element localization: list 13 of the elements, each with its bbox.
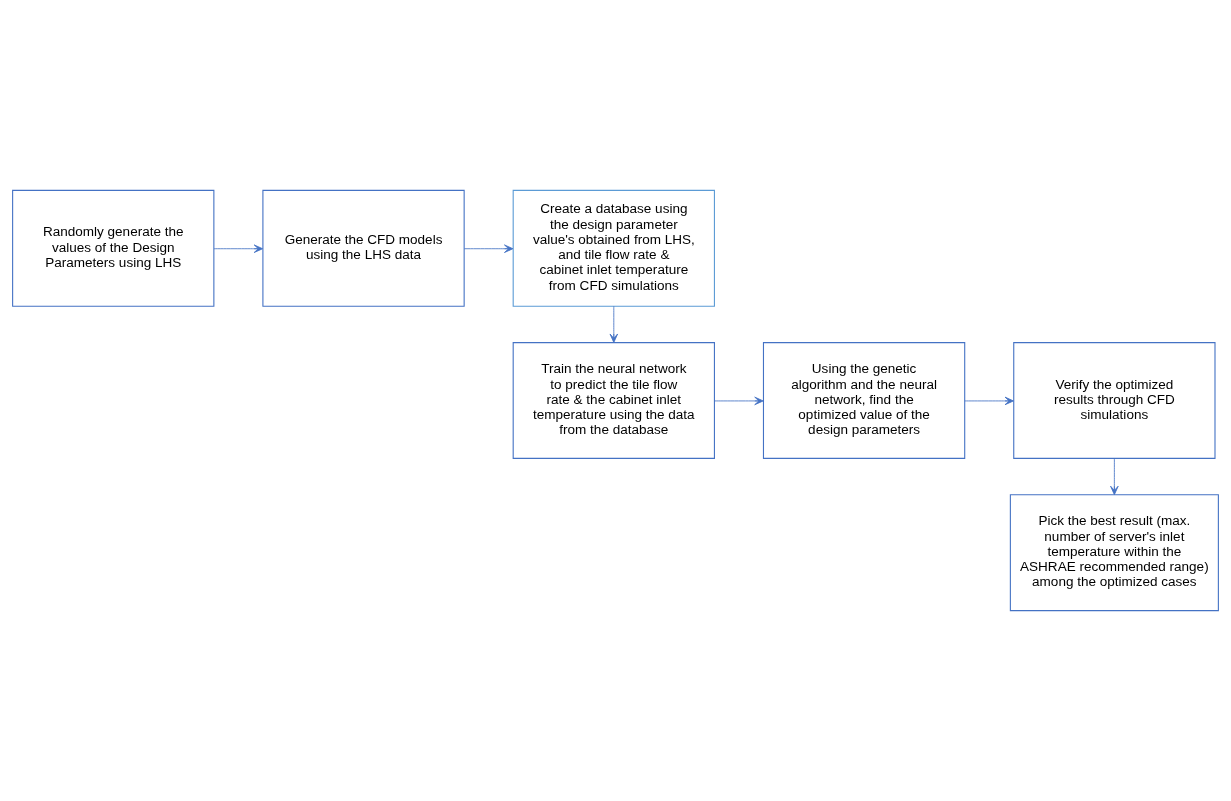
node-box: Generate the CFD models using the LHS data xyxy=(262,189,465,307)
node-box: Randomly generate the values of the Design Parameters using LHS xyxy=(12,189,215,307)
arrow xyxy=(714,396,764,406)
arrow xyxy=(609,305,619,343)
node-box: Verify the optimized results through CFD simulations xyxy=(1013,342,1216,459)
node-box: Train the neural network to predict the tile flow rate & the cabinet inlet temperature using the data from the database xyxy=(512,342,715,459)
arrow xyxy=(463,244,514,253)
arrow xyxy=(1110,458,1119,496)
node-box: Create a database using the design parameter value's obtained from LHS, and tile flow rate & cabinet inlet temperature from CFD simulations xyxy=(512,189,715,307)
node-box: Using the genetic algorithm and the neural network, find the optimized value of the design parameters xyxy=(762,342,966,459)
arrow xyxy=(213,244,264,253)
node-box: Pick the best result (max. number of server's inlet temperature within the ASHRAE recommended range) among the optimized cases xyxy=(1009,494,1219,612)
arrow xyxy=(964,396,1014,406)
